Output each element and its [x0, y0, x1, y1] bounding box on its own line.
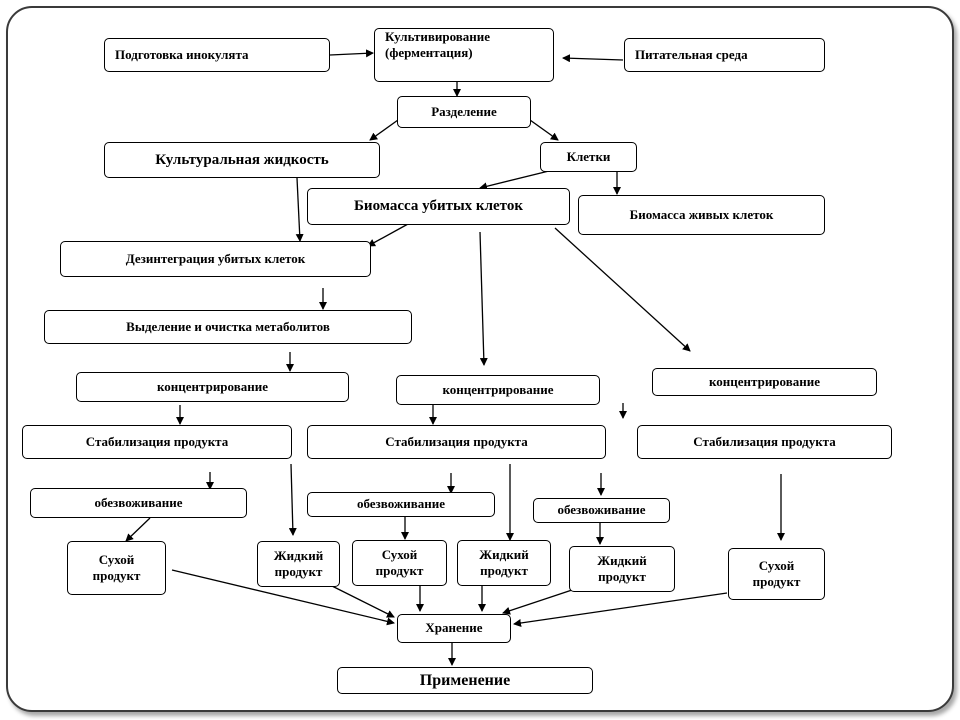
node-stab-mid-label: Стабилизация продукта — [385, 433, 528, 449]
arrow-dry-3-to-storage — [513, 592, 728, 627]
node-cultivation-line2: (ферментация) — [385, 45, 473, 61]
node-dry-product-1-line1: Сухой — [98, 551, 135, 567]
node-inoculum: Подготовка инокулята — [104, 38, 330, 72]
arrow-liquid-1-to-storage — [329, 584, 395, 618]
node-dry-product-3: Сухой продукт — [728, 548, 825, 600]
node-dehyd-left-label: обезвоживание — [94, 494, 183, 510]
node-stab-left: Стабилизация продукта — [22, 425, 292, 459]
arrow-stab-left-to-liquid-1 — [288, 463, 297, 536]
arrow-killed-to-conc-mid — [479, 231, 488, 366]
node-application-label: Применение — [419, 671, 511, 689]
arrow-killed-to-conc-right — [554, 227, 691, 352]
node-killed-biomass: Биомасса убитых клеток — [307, 188, 570, 225]
node-inoculum-label: Подготовка инокулята — [115, 46, 249, 62]
node-cultivation: Культивирование (ферментация) — [374, 28, 554, 82]
node-disintegration-label: Дезинтеграция убитых клеток — [125, 250, 306, 266]
node-dry-product-3-line2: продукт — [752, 574, 801, 589]
node-culture-liquid: Культуральная жидкость — [104, 142, 380, 178]
arrow-separation-to-cells — [529, 119, 559, 141]
node-liquid-product-2-line1: Жидкий — [479, 546, 529, 562]
arrow-medium-to-cultivation — [562, 54, 624, 63]
node-application: Применение — [337, 667, 593, 694]
node-isolation: Выделение и очистка метаболитов — [44, 310, 412, 344]
node-cells-label: Клетки — [566, 148, 611, 164]
node-separation-label: Разделение — [431, 103, 497, 119]
node-liquid-product-1-line2: продукт — [274, 564, 323, 579]
node-liquid-product-3-line1: Жидкий — [597, 552, 647, 568]
node-stab-left-label: Стабилизация продукта — [85, 433, 229, 449]
node-disintegration: Дезинтеграция убитых клеток — [60, 241, 371, 277]
node-liquid-product-2-line2: продукт — [480, 563, 528, 578]
arrow-dehyd-left-to-dry-1 — [125, 517, 151, 542]
node-dehyd-mid-label: обезвоживание — [356, 496, 446, 512]
node-liquid-product-3-line2: продукт — [598, 569, 646, 584]
node-conc-left-label: концентрирование — [156, 378, 268, 394]
node-isolation-label: Выделение и очистка метаболитов — [126, 318, 330, 334]
node-conc-right: концентрирование — [652, 368, 877, 396]
node-dry-product-1-line2: продукт — [92, 568, 141, 583]
arrow-liquid-3-to-storage — [502, 589, 573, 615]
node-stab-right: Стабилизация продукта — [637, 425, 892, 459]
node-liquid-product-1-line1: Жидкий — [273, 547, 324, 563]
node-dry-product-1: Сухой продукт — [67, 541, 166, 595]
node-storage: Хранение — [397, 614, 511, 643]
arrow-separation-to-culture-liquid — [369, 119, 399, 141]
node-dehyd-right: обезвоживание — [533, 498, 670, 523]
node-culture-liquid-label: Культуральная жидкость — [155, 151, 329, 168]
node-liquid-product-2: Жидкий продукт — [457, 540, 551, 586]
arrow-dry-1-to-storage — [171, 569, 395, 626]
node-killed-biomass-label: Биомасса убитых клеток — [354, 198, 523, 215]
node-medium-label: Питательная среда — [635, 46, 748, 62]
node-dry-product-2: Сухой продукт — [352, 540, 447, 586]
node-dehyd-mid: обезвоживание — [307, 492, 495, 517]
node-dry-product-2-line2: продукт — [375, 563, 424, 578]
node-liquid-product-3: Жидкий продукт — [569, 546, 675, 592]
node-medium: Питательная среда — [624, 38, 825, 72]
node-dry-product-2-line1: Сухой — [381, 546, 418, 562]
node-storage-label: Хранение — [425, 620, 483, 636]
node-cultivation-line1: Культивирование — [385, 29, 491, 44]
arrow-cells-to-killed-biomass — [479, 169, 554, 191]
node-dry-product-3-line1: Сухой — [758, 557, 795, 573]
arrow-killed-to-disintegration — [367, 223, 409, 247]
arrow-liquid-to-disintegration — [295, 177, 304, 242]
arrow-inoculum-to-cultivation — [329, 49, 374, 58]
node-separation: Разделение — [397, 96, 531, 128]
node-living-biomass-label: Биомасса живых клеток — [629, 206, 774, 222]
node-conc-mid-label: концентрирование — [442, 381, 554, 397]
node-conc-mid: концентрирование — [396, 375, 600, 405]
node-dehyd-right-label: обезвоживание — [557, 502, 646, 518]
node-conc-right-label: концентрирование — [708, 373, 820, 389]
node-conc-left: концентрирование — [76, 372, 349, 402]
node-stab-mid: Стабилизация продукта — [307, 425, 606, 459]
node-liquid-product-1: Жидкий продукт — [257, 541, 340, 587]
node-dehyd-left: обезвоживание — [30, 488, 247, 518]
node-stab-right-label: Стабилизация продукта — [693, 433, 836, 449]
node-living-biomass: Биомасса живых клеток — [578, 195, 825, 235]
node-cells: Клетки — [540, 142, 637, 172]
